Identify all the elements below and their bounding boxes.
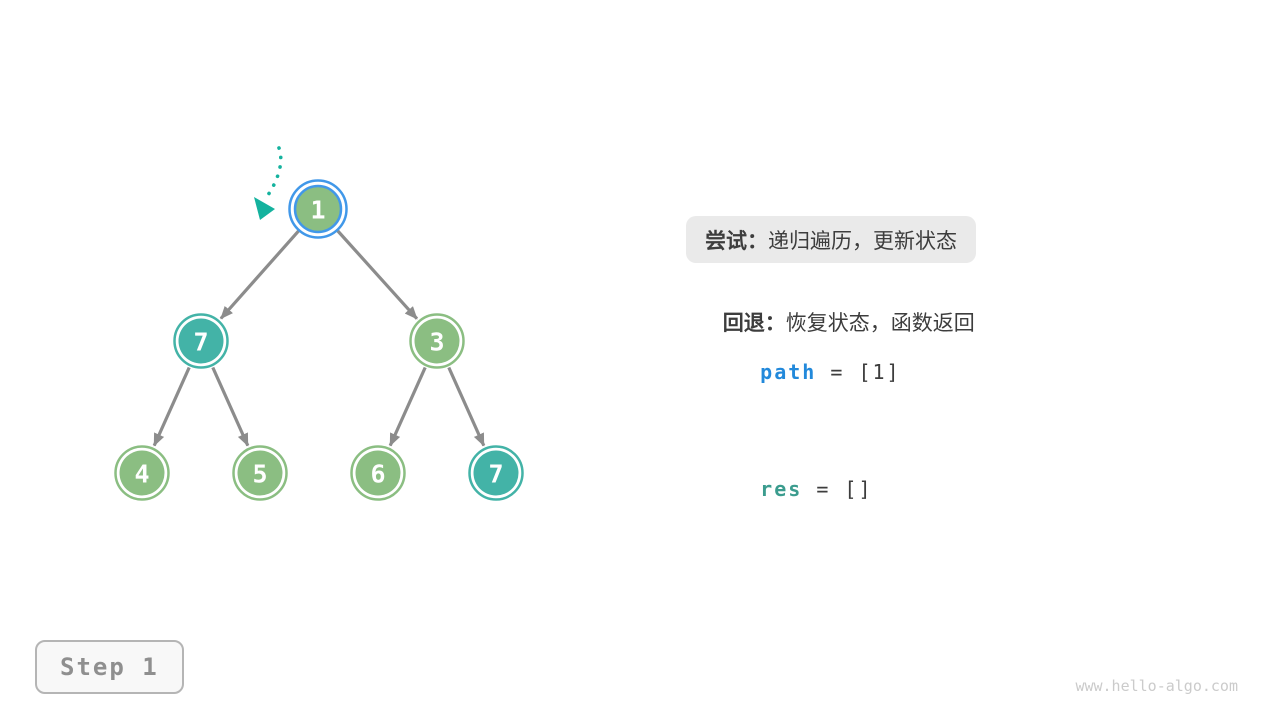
tree-node-6: 6	[350, 445, 406, 501]
try-note: 尝试：递归遍历，更新状态	[686, 216, 976, 263]
current-node-pointer-icon	[254, 146, 283, 220]
node-value: 7	[193, 328, 208, 357]
try-text: 递归遍历，更新状态	[768, 229, 957, 253]
edge-7-4	[152, 366, 191, 447]
watermark: www.hello-algo.com	[1075, 677, 1238, 695]
node-value: 6	[370, 460, 385, 489]
path-variable-value: = [1]	[816, 360, 901, 384]
step-badge: Step 1	[35, 640, 184, 694]
path-variable-name: path	[760, 360, 817, 384]
edge-1-3	[336, 229, 419, 320]
back-text: 恢复状态，函数返回	[785, 312, 975, 335]
node-value: 3	[429, 328, 444, 357]
edge-3-6	[388, 366, 427, 447]
tree-node-1-current: 1	[288, 179, 348, 239]
try-label: 尝试：	[705, 229, 768, 253]
back-label: 回退：	[722, 312, 786, 335]
res-variable: res = []	[704, 447, 873, 531]
path-variable: path = [1]	[704, 330, 901, 414]
edge-7-5	[211, 366, 250, 447]
binary-tree-diagram: 1 7 3 4 5 6	[114, 146, 524, 501]
res-variable-value: = []	[802, 477, 873, 501]
node-value: 4	[134, 460, 149, 489]
tree-edges	[152, 229, 486, 447]
back-note: 回退：恢复状态，函数返回	[705, 282, 975, 368]
res-variable-name: res	[760, 477, 803, 501]
tree-node-4: 4	[114, 445, 170, 501]
edge-3-7	[447, 366, 486, 447]
tree-node-7-left: 7	[173, 313, 229, 369]
node-value: 7	[488, 460, 503, 489]
tree-node-3: 3	[409, 313, 465, 369]
node-value: 5	[252, 460, 267, 489]
edge-1-7	[219, 229, 300, 320]
tree-node-5: 5	[232, 445, 288, 501]
tree-node-7-right: 7	[468, 445, 524, 501]
node-value: 1	[310, 196, 325, 225]
